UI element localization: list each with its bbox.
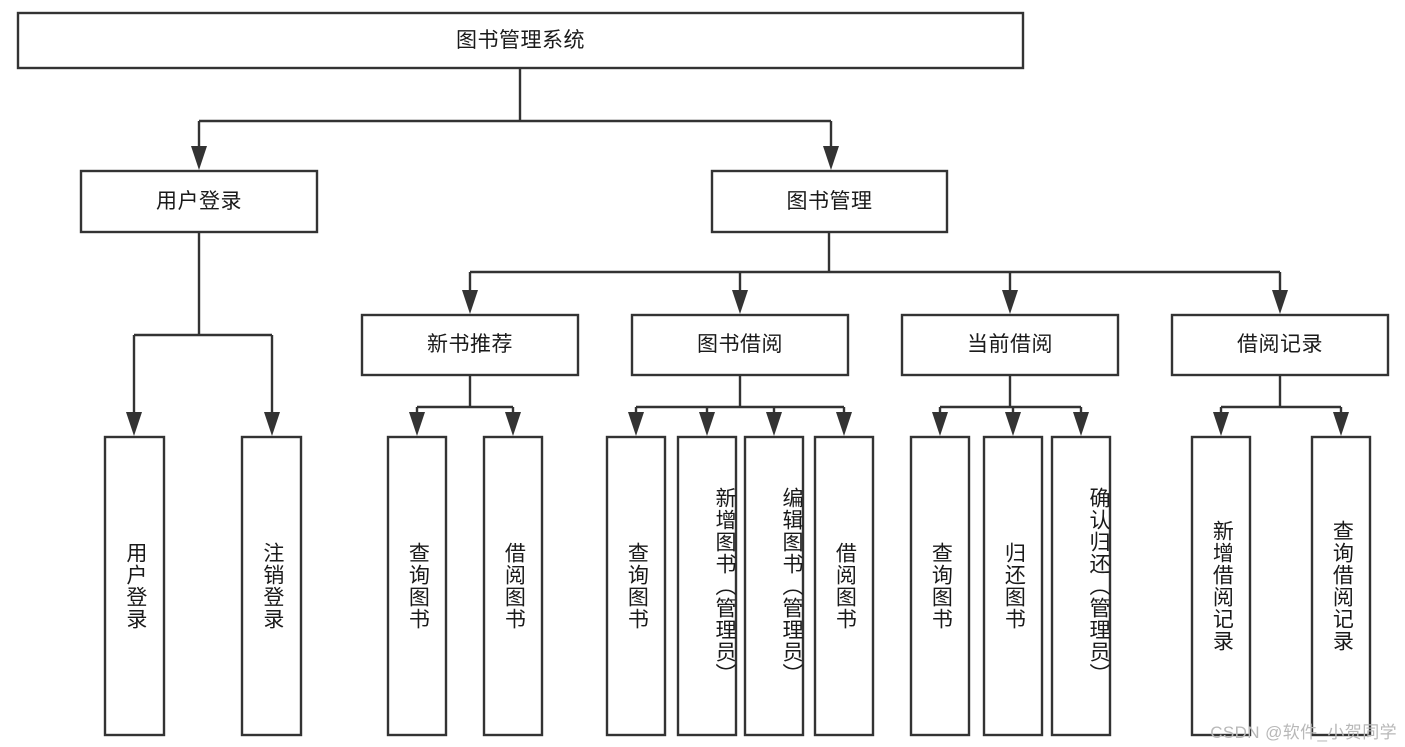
- arrow-head-leaf-query-book-3: [932, 412, 948, 436]
- arrow-head-leaf-add-borrow-record: [1213, 412, 1229, 436]
- arrow-head-current-borrow: [1002, 290, 1018, 314]
- arrow-head-book-borrow: [732, 290, 748, 314]
- arrow-head-leaf-borrow-book-1: [505, 412, 521, 436]
- arrow-head-leaf-return-book: [1005, 412, 1021, 436]
- arrow-head-leaf-confirm-return: [1073, 412, 1089, 436]
- node-box-leaf-edit-book[interactable]: [743, 435, 805, 737]
- node-box-leaf-add-borrow-record[interactable]: [1190, 435, 1252, 737]
- node-box-user-login[interactable]: [79, 169, 319, 234]
- arrow-head-borrow-record: [1272, 290, 1288, 314]
- node-box-leaf-return-book[interactable]: [982, 435, 1044, 737]
- node-box-leaf-borrow-book-2[interactable]: [813, 435, 875, 737]
- connector-current-borrow-to-leaves: [932, 375, 1089, 436]
- arrow-head-book-management: [823, 146, 839, 170]
- arrow-head-leaf-user-login: [126, 412, 142, 436]
- node-box-leaf-borrow-book-1[interactable]: [482, 435, 544, 737]
- node-box-leaf-query-book-3[interactable]: [909, 435, 971, 737]
- node-box-new-book-recommend[interactable]: [360, 313, 580, 377]
- connector-borrow-record-to-leaves: [1213, 375, 1349, 436]
- arrow-head-new-book-recommend: [462, 290, 478, 314]
- node-box-leaf-query-book-1[interactable]: [386, 435, 448, 737]
- node-box-leaf-confirm-return[interactable]: [1050, 435, 1112, 737]
- arrow-head-leaf-borrow-book-2: [836, 412, 852, 436]
- node-box-leaf-query-borrow-record[interactable]: [1310, 435, 1372, 737]
- connector-new-book-recommend-to-leaves: [409, 375, 521, 436]
- node-box-current-borrow[interactable]: [900, 313, 1120, 377]
- connector-book-borrow-to-leaves: [628, 375, 852, 436]
- connector-user-login-to-leaves: [126, 232, 280, 436]
- arrow-head-leaf-query-borrow-record: [1333, 412, 1349, 436]
- node-box-book-management[interactable]: [710, 169, 949, 234]
- arrow-head-leaf-query-book-1: [409, 412, 425, 436]
- arrow-head-leaf-edit-book: [766, 412, 782, 436]
- node-box-leaf-user-login[interactable]: [103, 435, 166, 737]
- connector-root-to-level2: [191, 68, 839, 170]
- node-box-leaf-add-book[interactable]: [676, 435, 738, 737]
- node-box-book-borrow[interactable]: [630, 313, 850, 377]
- node-box-leaf-query-book-2[interactable]: [605, 435, 667, 737]
- node-box-root[interactable]: [16, 11, 1025, 70]
- arrow-head-user-login: [191, 146, 207, 170]
- node-box-borrow-record[interactable]: [1170, 313, 1390, 377]
- node-box-leaf-logout[interactable]: [240, 435, 303, 737]
- connector-book-management-to-level3: [462, 232, 1288, 314]
- arrow-head-leaf-add-book: [699, 412, 715, 436]
- arrow-head-leaf-logout: [264, 412, 280, 436]
- arrow-head-leaf-query-book-2: [628, 412, 644, 436]
